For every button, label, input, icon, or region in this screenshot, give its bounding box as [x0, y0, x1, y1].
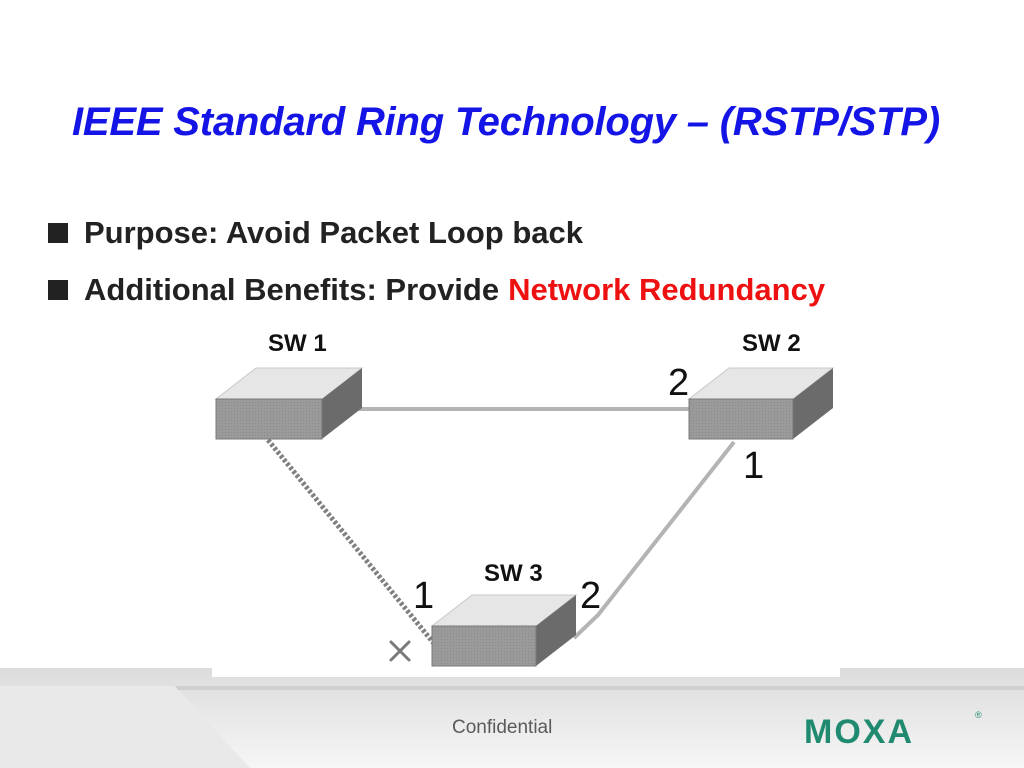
switch-sw1-label: SW 1	[268, 330, 327, 357]
bullet-benefits-highlight: Network Redundancy	[508, 272, 826, 307]
square-bullet-icon	[48, 223, 68, 243]
sw3-port-1-label: 1	[413, 575, 434, 617]
slide-title: IEEE Standard Ring Technology – (RSTP/ST…	[72, 100, 940, 144]
bullet-purpose: Purpose: Avoid Packet Loop back	[48, 215, 583, 251]
sw3-port-2-label: 2	[580, 575, 601, 617]
switch-sw3-label: SW 3	[484, 560, 543, 587]
footer-confidential-label: Confidential	[452, 717, 553, 738]
switch-sw2-label: SW 2	[742, 330, 801, 357]
link-sw1-sw3-blocked	[266, 438, 438, 648]
sw2-port-2-label: 2	[668, 362, 689, 404]
bullet-purpose-text: Purpose: Avoid Packet Loop back	[84, 215, 583, 250]
switch-sw3	[430, 594, 578, 667]
bullet-benefits: Additional Benefits: Provide Network Red…	[48, 272, 825, 308]
svg-text:®: ®	[975, 710, 982, 720]
moxa-logo: MOXA ®	[804, 710, 982, 751]
switch-sw1	[214, 367, 364, 440]
moxa-logo-text: MOXA	[804, 713, 914, 751]
switch-sw2	[687, 367, 835, 440]
bullet-benefits-text: Additional Benefits: Provide	[84, 272, 500, 307]
sw2-port-1-label: 1	[743, 445, 764, 487]
x-icon	[389, 640, 411, 662]
square-bullet-icon	[48, 280, 68, 300]
footer-band	[0, 668, 1024, 768]
link-sw2-sw3	[572, 440, 736, 640]
